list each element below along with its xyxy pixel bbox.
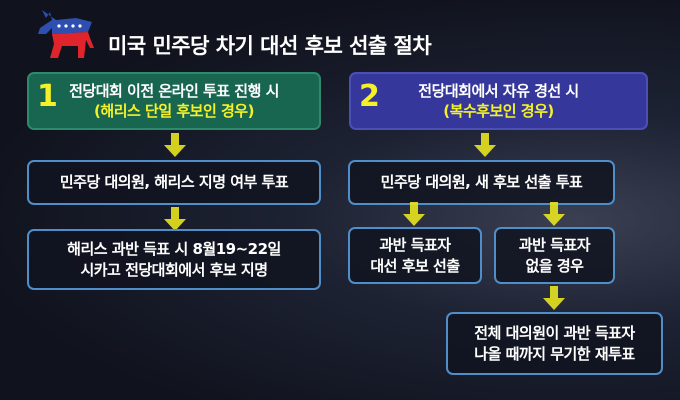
final-step-box: 전체 대의원이 과반 득표자 나올 때까지 무기한 재투표 [446,312,663,375]
left-step2-line1: 해리스 과반 득표 시 8월19~22일 [67,240,281,259]
step-number-2: 2 [359,79,380,114]
right-step1-box: 민주당 대의원, 새 후보 선출 투표 [348,160,615,205]
left-heading-box: 1 전당대회 이전 온라인 투표 진행 시 (해리스 단일 후보인 경우) [27,72,321,130]
down-arrow-icon [543,286,565,310]
left-subheading: (해리스 단일 후보인 경우) [94,102,254,120]
down-arrow-icon [164,133,186,157]
left-step2-line2: 시카고 전당대회에서 후보 지명 [80,260,268,279]
right-heading: 전당대회에서 자유 경선 시 [418,81,579,100]
down-arrow-icon [543,202,565,226]
step-number-1: 1 [37,79,58,114]
page-title: 미국 민주당 차기 대선 후보 선출 절차 [108,34,432,58]
left-step2-box: 해리스 과반 득표 시 8월19~22일 시카고 전당대회에서 후보 지명 [27,229,321,290]
branch-a-box: 과반 득표자 대선 후보 선출 [348,227,482,284]
right-step1: 민주당 대의원, 새 후보 선출 투표 [380,173,583,192]
branch-b-line1: 과반 득표자 [518,236,591,255]
branch-a-line2: 대선 후보 선출 [370,256,460,275]
down-arrow-icon [403,202,425,226]
democratic-donkey-logo [38,10,94,58]
left-step1-box: 민주당 대의원, 해리스 지명 여부 투표 [27,160,321,205]
right-subheading: (복수후보인 경우) [443,102,554,120]
final-line1: 전체 대의원이 과반 득표자 [474,324,635,343]
branch-b-box: 과반 득표자 없을 경우 [494,227,615,284]
left-step1: 민주당 대의원, 해리스 지명 여부 투표 [59,173,289,192]
right-heading-box: 2 전당대회에서 자유 경선 시 (복수후보인 경우) [349,72,648,130]
left-heading: 전당대회 이전 온라인 투표 진행 시 [69,81,279,100]
down-arrow-icon [164,207,186,231]
down-arrow-icon [474,133,496,157]
final-line2: 나올 때까지 무기한 재투표 [474,344,635,363]
branch-a-line1: 과반 득표자 [379,236,451,255]
branch-b-line2: 없을 경우 [525,256,584,275]
